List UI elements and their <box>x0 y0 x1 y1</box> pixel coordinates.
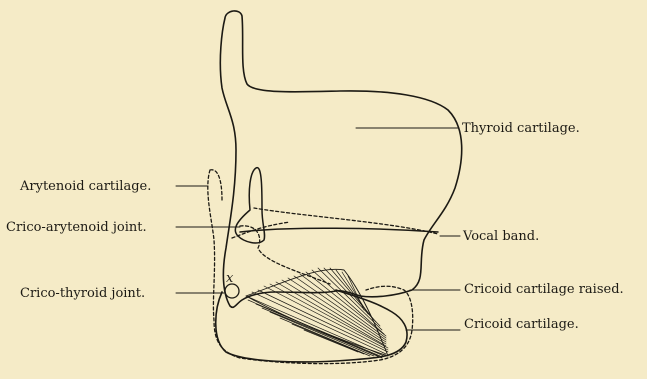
label-cricoid-cartilage-raised: Cricoid cartilage raised. <box>464 283 624 296</box>
thyroid-cartilage-outline <box>220 11 461 307</box>
vocal-band-line <box>240 228 438 232</box>
joint-marker-x: x <box>226 272 233 285</box>
cricoid-raised-dashed-outline <box>208 170 413 364</box>
label-crico-arytenoid-joint: Crico-arytenoid joint. <box>6 221 147 234</box>
crico-thyroid-muscle-hatching <box>246 268 388 358</box>
label-cricoid-cartilage: Cricoid cartilage. <box>464 318 579 331</box>
label-crico-thyroid-joint: Crico-thyroid joint. <box>20 287 145 300</box>
crico-thyroid-joint-circle <box>225 284 239 298</box>
label-arytenoid-cartilage: Arytenoid cartilage. <box>20 180 151 193</box>
label-thyroid-cartilage: Thyroid cartilage. <box>462 122 580 135</box>
cricoid-cartilage-outline <box>216 290 407 362</box>
label-vocal-band: Vocal band. <box>463 230 539 243</box>
